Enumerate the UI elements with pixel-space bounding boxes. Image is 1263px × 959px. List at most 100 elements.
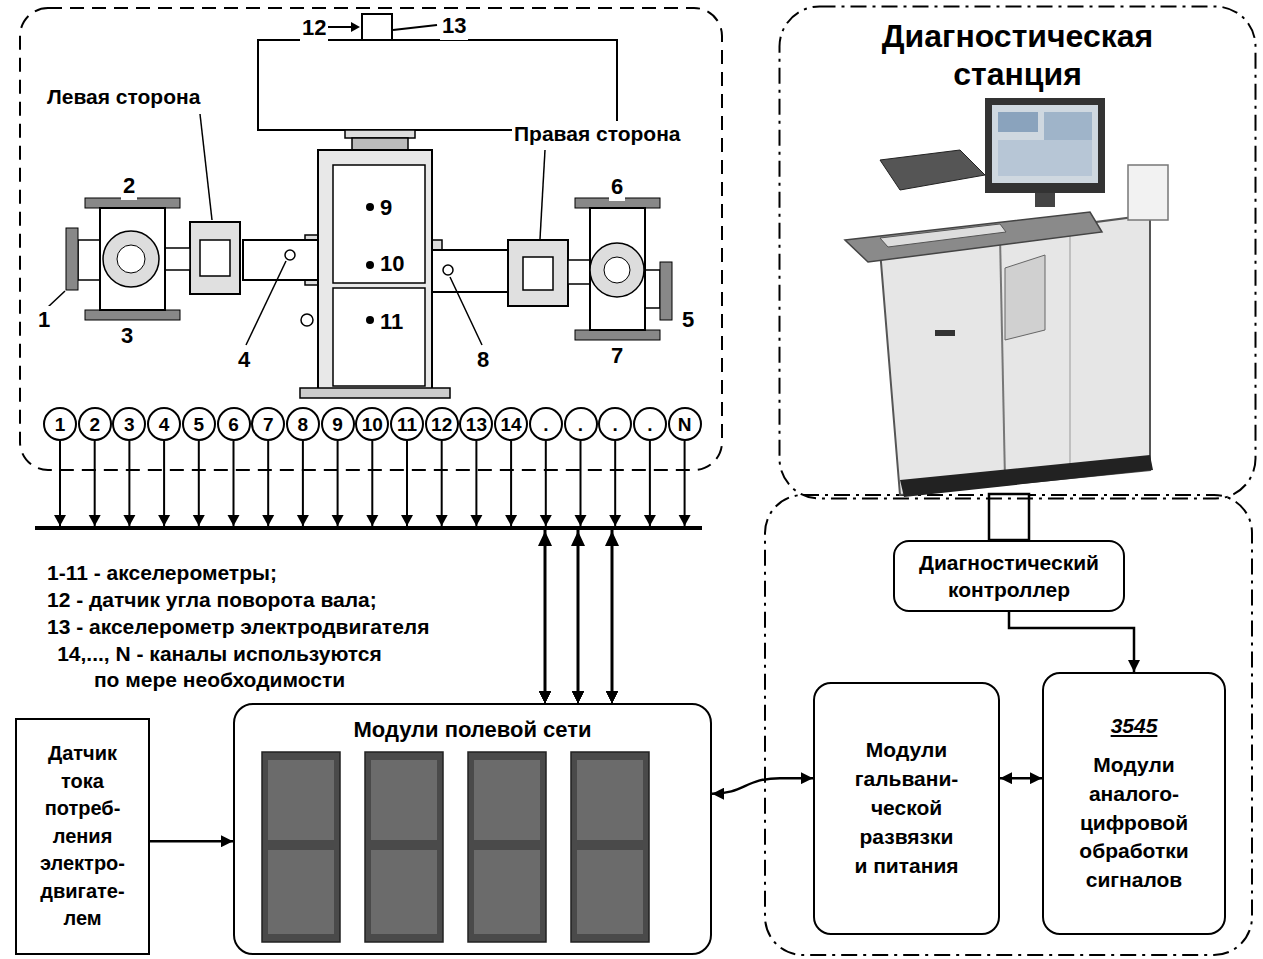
left-drive-symbol [200,114,212,220]
callout-number: 2 [121,172,137,200]
station-photo [1044,112,1092,140]
node-label: . [647,415,652,434]
arrow-head [54,515,66,526]
board-photo [474,760,540,840]
board-photo [371,760,437,840]
connector-bar [989,494,1029,540]
callout-number: 7 [609,342,625,370]
motor-symbol [393,25,437,30]
left-drive-symbol [103,231,159,287]
channel-circle: 5 [182,407,216,441]
gearbox-symbol [300,150,450,398]
node-label: . [613,415,618,434]
right-drive-symbol [443,265,453,275]
callout-number: 11 [378,308,405,336]
right-drive-symbol [590,208,645,330]
right-drive-symbol [660,262,672,320]
station-photo [998,140,1092,176]
arrow-head [228,515,240,526]
connector-line [372,441,545,703]
connector-line [1009,612,1134,672]
callout-number: 12 [300,14,328,42]
connector-line [578,441,615,703]
station-photo [1070,226,1071,470]
node-label: 5 [194,415,205,434]
board-photo [268,760,334,840]
note-text: Левая сторона [45,84,202,110]
left-drive-symbol [85,310,180,320]
connector-line [712,778,813,794]
node-label: 11 [397,415,417,434]
sensor-box: Датчик тока потреб- ления электро- двига… [15,718,150,955]
node-label: 7 [263,415,274,434]
connector [712,778,813,794]
right-drive-symbol [590,243,644,297]
left-drive-symbol [190,222,240,294]
station-photo [1000,236,1005,480]
left-drive-symbol [66,228,78,290]
motor-symbol [362,14,392,40]
right-drive-symbol [523,257,553,290]
right-drive-symbol [568,260,590,284]
station-photo [935,330,955,336]
gearbox-symbol [366,316,374,324]
right-drive-symbol [508,240,568,306]
station-photo [1128,165,1168,220]
channel-circle: . [529,407,563,441]
bus-line [35,528,702,700]
arrow-head [89,515,101,526]
note-text: Правая сторона [512,121,683,147]
station-region: Диагностическая станция [778,5,1257,500]
gearbox-symbol [366,203,374,211]
node-label: Датчик тока потреб- ления электро- двига… [33,740,133,933]
left-drive-symbol [200,240,230,276]
arrow-head [609,515,621,526]
right-drive-symbol [432,250,508,292]
motor-symbol [352,138,408,150]
board-photo [365,752,443,942]
station-photo [985,98,1105,193]
channel-circle: 7 [251,407,285,441]
gearbox-symbol [333,288,425,386]
right-drive-symbol [432,150,672,345]
connector-line [1000,777,1042,780]
right-drive-symbol [540,150,545,239]
arrow-head [332,515,344,526]
right-drive-symbol [645,270,660,308]
channel-circle: 6 [217,407,251,441]
note-text: 12 - датчик угла поворота вала; [45,587,379,613]
motor-symbol [351,22,360,32]
channel-circle: . [564,407,598,441]
node-label: . [578,415,583,434]
arrow-head [297,515,309,526]
board-photo [577,850,643,934]
node-label: Модули аналого- цифровой обработки сигна… [1074,751,1194,896]
connector [150,841,233,842]
arrow-head [401,515,413,526]
left-drive-symbol [85,198,180,208]
callout-number: 10 [378,250,406,278]
left-drive-symbol [48,114,318,345]
connector [540,441,612,703]
motor-symbol [258,40,617,130]
gearbox-symbol [300,388,450,398]
node-label: Диагностическая станция [848,17,1188,94]
gearbox-symbol [301,314,313,326]
callout-number: 13 [440,12,468,40]
connector [505,441,578,703]
connector [989,494,1029,540]
gearbox-symbol [318,150,432,390]
note-text: 14,..., N - каналы используются по мере … [45,641,394,694]
gearbox-symbol [333,165,425,283]
node-label: 13 [466,415,487,434]
node-label: N [678,415,692,434]
connector [578,441,621,703]
station-photo [880,215,1150,495]
note-text: 1-11 - акселерометры; [45,560,279,586]
arrow-head [644,515,656,526]
node-label: 6 [228,415,239,434]
station-photo [845,98,1168,497]
controller-box: Диагностический контроллер [893,540,1125,612]
left-drive-symbol [78,240,100,280]
connector [366,441,545,703]
